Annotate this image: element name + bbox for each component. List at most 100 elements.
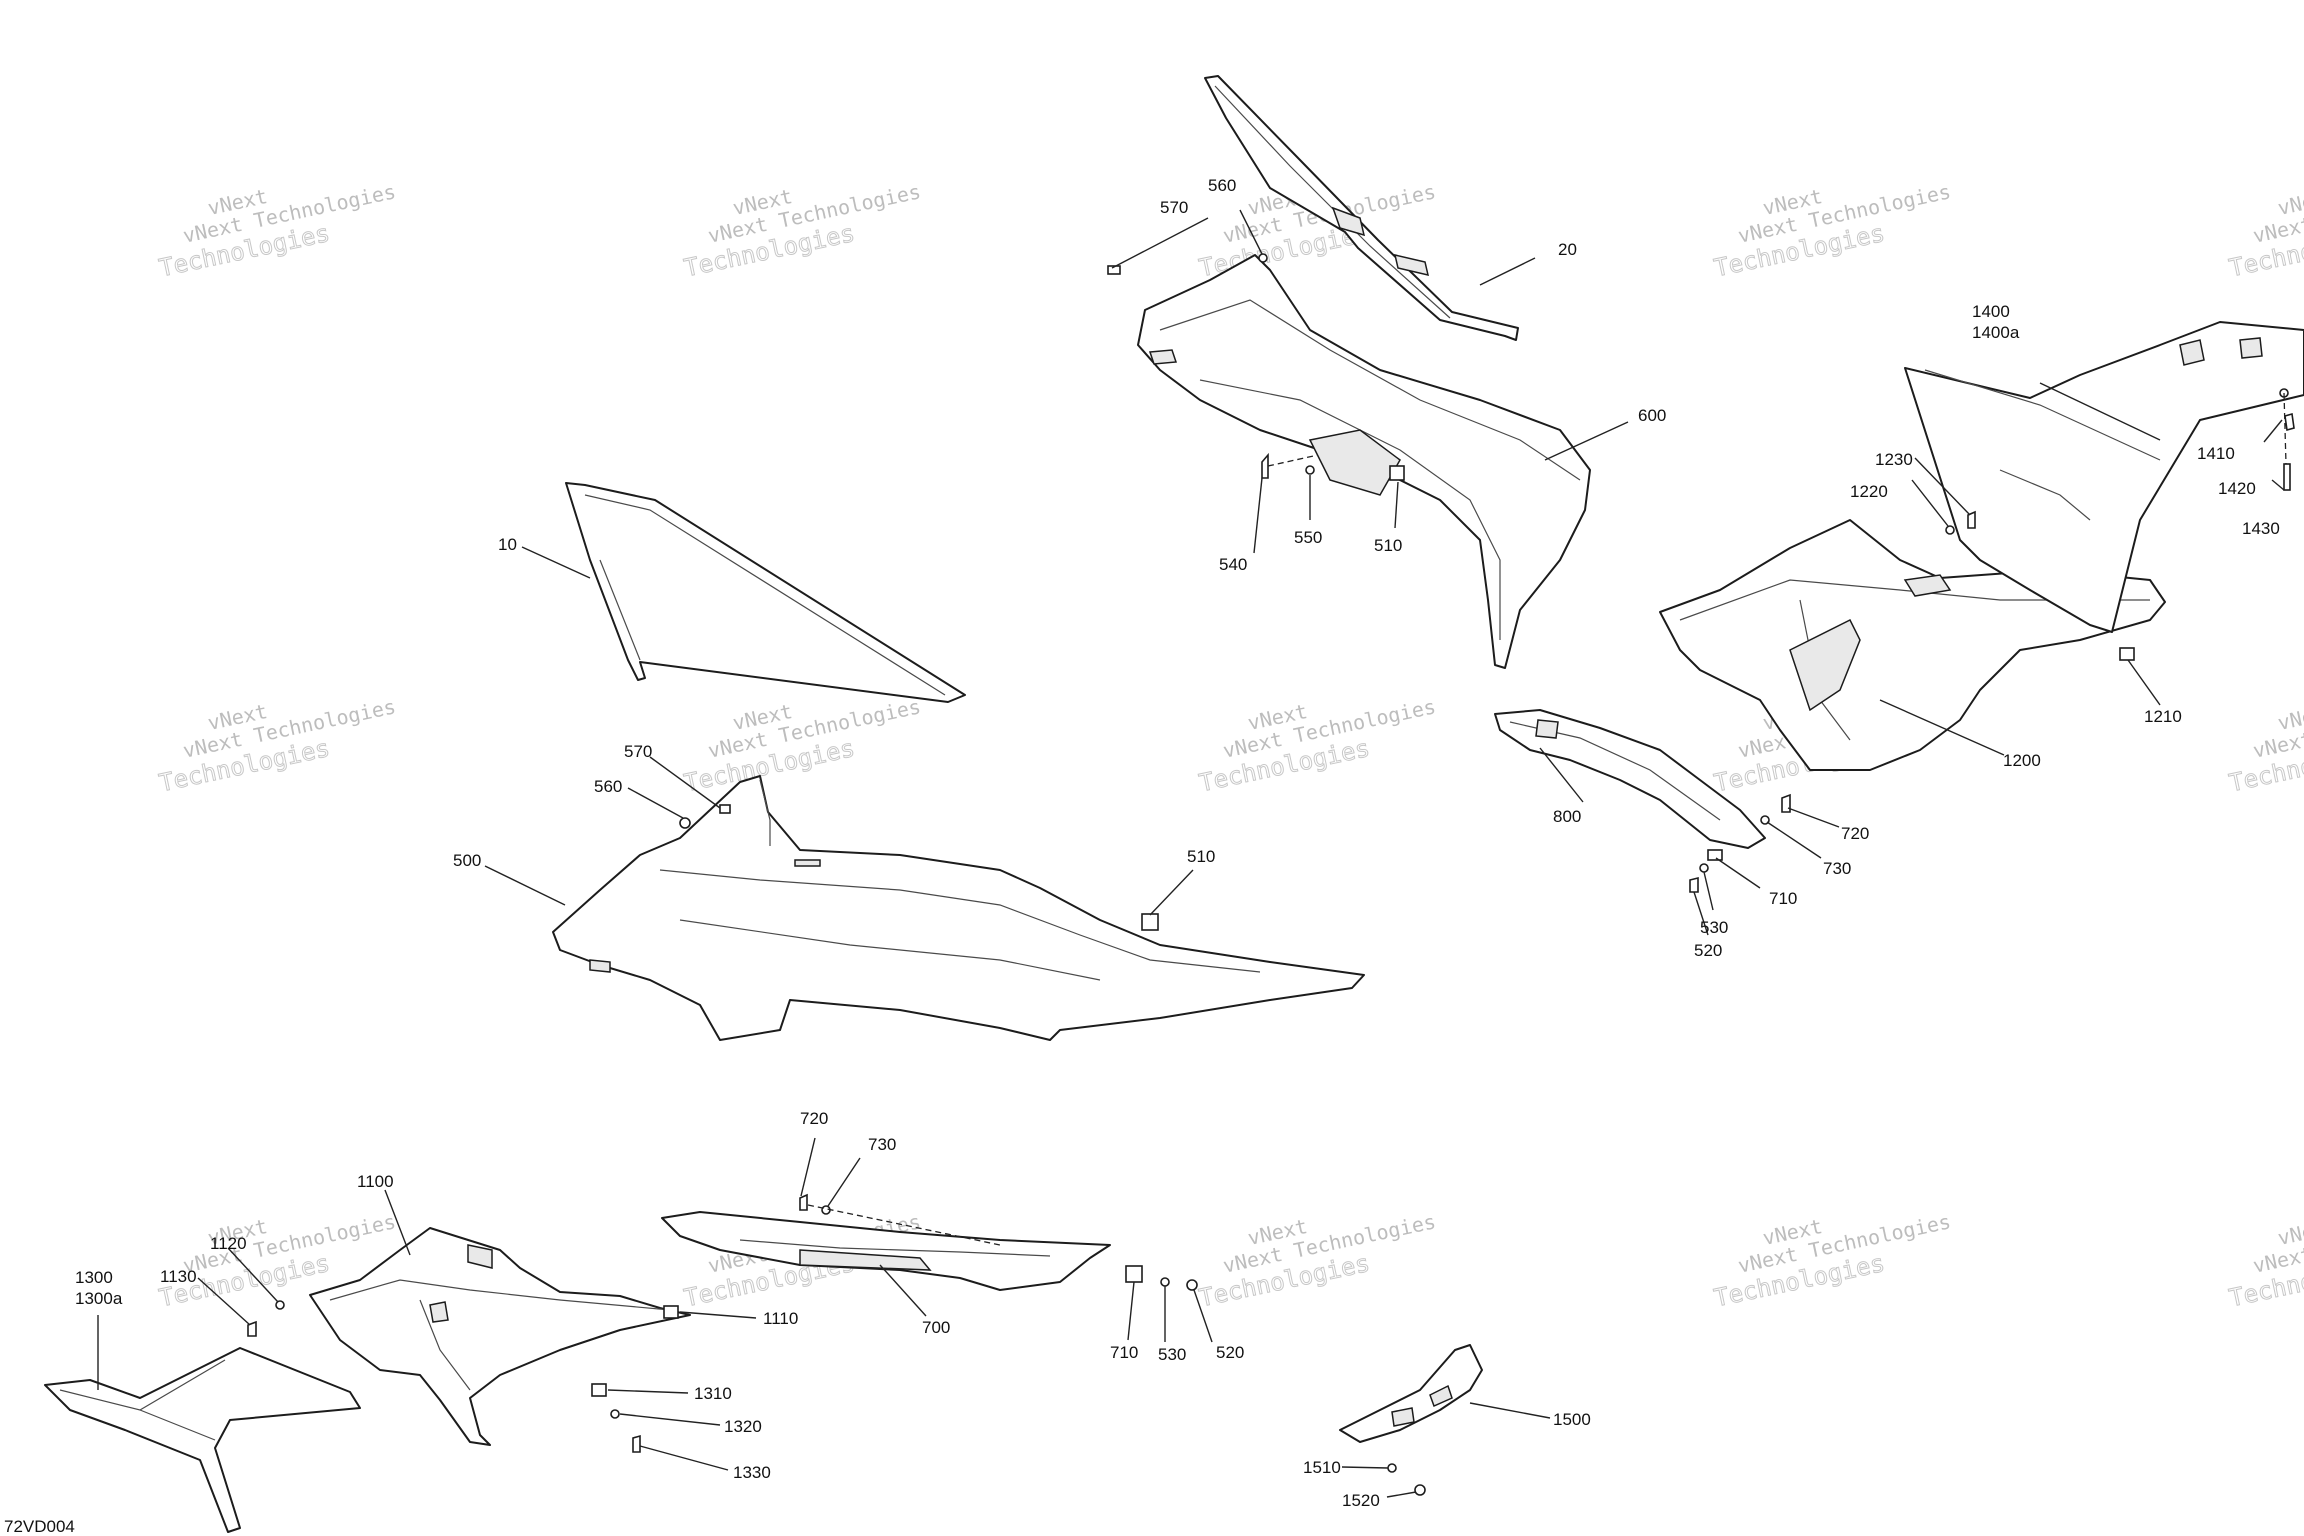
part-1300-floor-liner <box>44 1347 361 1533</box>
washer-550 <box>1305 465 1315 475</box>
part-20-trim-strip <box>1204 75 1519 341</box>
callout-1510: 1510 <box>1303 1458 1341 1477</box>
watermark-r1c4: vNext vNext Technologies Technologies <box>1711 179 1953 283</box>
part-600-upper-panel <box>1137 254 1591 669</box>
washer-1510 <box>1387 1463 1397 1473</box>
clip-1310 <box>591 1383 607 1397</box>
callout-540: 540 <box>1219 555 1247 574</box>
washer-560-mid <box>679 817 691 829</box>
washer-530-right <box>1699 863 1709 873</box>
clip-510-mid <box>1141 913 1159 931</box>
callout-510-mid: 510 <box>1187 847 1215 866</box>
watermark-r3c3: vNext vNext Technologies Technologies <box>1196 1209 1438 1313</box>
clip-710-right <box>1707 849 1723 861</box>
drawing-code: 72VD004 <box>4 1517 75 1536</box>
callout-510-top: 510 <box>1374 536 1402 555</box>
watermark-r2c3: vNext vNext Technologies Technologies <box>1196 694 1438 798</box>
watermark-r2c1: vNext vNext Technologies Technologies <box>156 694 398 798</box>
callout-1120: 1120 <box>210 1234 247 1253</box>
callout-570-mid: 570 <box>624 742 652 761</box>
screw-720-right <box>1781 793 1791 813</box>
callout-1330: 1330 <box>733 1463 771 1482</box>
screw-540 <box>1261 452 1269 479</box>
watermark-r1c5: vNext vNext Technologies Technologies <box>2226 179 2304 283</box>
callout-1420: 1420 <box>2218 479 2256 498</box>
callout-1400a: 1400a <box>1972 323 2020 342</box>
callout-1310: 1310 <box>694 1384 732 1403</box>
callout-710-right: 710 <box>1769 889 1797 908</box>
screw-720-bottom <box>799 1193 808 1211</box>
callout-1300a: 1300a <box>75 1289 123 1308</box>
clip-1420 <box>2284 412 2295 432</box>
clip-510-top <box>1389 465 1405 481</box>
callout-520-right: 520 <box>1694 941 1722 960</box>
callout-1210: 1210 <box>2144 707 2182 726</box>
screw-520-bottom <box>1186 1279 1198 1291</box>
clip-1210 <box>2119 647 2135 661</box>
callout-1110: 1110 <box>763 1309 798 1328</box>
callout-1300: 1300 <box>75 1268 113 1287</box>
callout-1230: 1230 <box>1875 450 1913 469</box>
washer-730-bottom <box>821 1205 831 1215</box>
callout-1410: 1410 <box>2197 444 2235 463</box>
screw-520-right <box>1689 876 1699 893</box>
callout-530-bottom: 530 <box>1158 1345 1186 1364</box>
clip-1110 <box>663 1305 679 1319</box>
clip-710-bottom <box>1125 1265 1143 1283</box>
hardware <box>247 253 2295 1496</box>
part-800-bracket <box>1494 709 1766 849</box>
screw-1430 <box>2283 463 2291 491</box>
part-700-lower-trim <box>661 1211 1111 1291</box>
callout-1520: 1520 <box>1342 1491 1380 1510</box>
washer-1120 <box>275 1300 285 1310</box>
watermark-r1c1: vNext vNext Technologies Technologies <box>156 179 398 283</box>
part-1500-bracket <box>1339 1344 1483 1443</box>
callout-1100: 1100 <box>357 1172 394 1191</box>
callout-1320: 1320 <box>724 1417 762 1436</box>
leader-lines <box>97 209 2287 1498</box>
callout-1200: 1200 <box>2003 751 2041 770</box>
callout-720-right: 720 <box>1841 824 1869 843</box>
callout-570-top: 570 <box>1160 198 1188 217</box>
callout-550: 550 <box>1294 528 1322 547</box>
callout-1130: 1130 <box>160 1267 197 1286</box>
clip-570-top <box>1107 265 1121 275</box>
watermark-r3c4: vNext vNext Technologies Technologies <box>1711 1209 1953 1313</box>
watermark-r1c2: vNext vNext Technologies Technologies <box>681 179 923 283</box>
washer-530-bottom <box>1160 1277 1170 1287</box>
callout-1220: 1220 <box>1850 482 1888 501</box>
part-1100-lower-left-panel <box>309 1227 691 1446</box>
screw-1330 <box>632 1434 641 1453</box>
callout-1400: 1400 <box>1972 302 2010 321</box>
callout-520-bottom: 520 <box>1216 1343 1244 1362</box>
callout-600: 600 <box>1638 406 1666 425</box>
callout-720-bottom: 720 <box>800 1109 828 1128</box>
washer-560-top <box>1258 253 1268 263</box>
screw-1520 <box>1414 1484 1426 1496</box>
callout-labels: 20 560 570 600 540 550 510 10 570 560 50… <box>4 176 2280 1536</box>
callout-710-bottom: 710 <box>1110 1343 1138 1362</box>
washer-1220 <box>1945 525 1955 535</box>
callout-700: 700 <box>922 1318 950 1337</box>
part-500-side-panel <box>552 775 1365 1041</box>
part-10-triangle-panel <box>565 482 966 703</box>
callout-530-right: 530 <box>1700 918 1728 937</box>
callout-10: 10 <box>498 535 517 554</box>
washer-1320 <box>610 1409 620 1419</box>
callout-1500: 1500 <box>1553 1410 1591 1429</box>
callout-730-right: 730 <box>1823 859 1851 878</box>
callout-800: 800 <box>1553 807 1581 826</box>
part-1400-upper-right-panel <box>1904 321 2304 633</box>
callout-20: 20 <box>1558 240 1577 259</box>
callout-560-top: 560 <box>1208 176 1236 195</box>
watermark-r3c5: vNext vNext Technologies Technologies <box>2226 1209 2304 1313</box>
callout-560-mid: 560 <box>594 777 622 796</box>
watermark-r2c5: vNext vNext Technologies Technologies <box>2226 694 2304 798</box>
screw-1130 <box>247 1320 257 1337</box>
callout-1430: 1430 <box>2242 519 2280 538</box>
callout-500: 500 <box>453 851 481 870</box>
callout-730-bottom: 730 <box>868 1135 896 1154</box>
screw-1230 <box>1967 510 1976 529</box>
clip-570-mid <box>719 804 731 814</box>
